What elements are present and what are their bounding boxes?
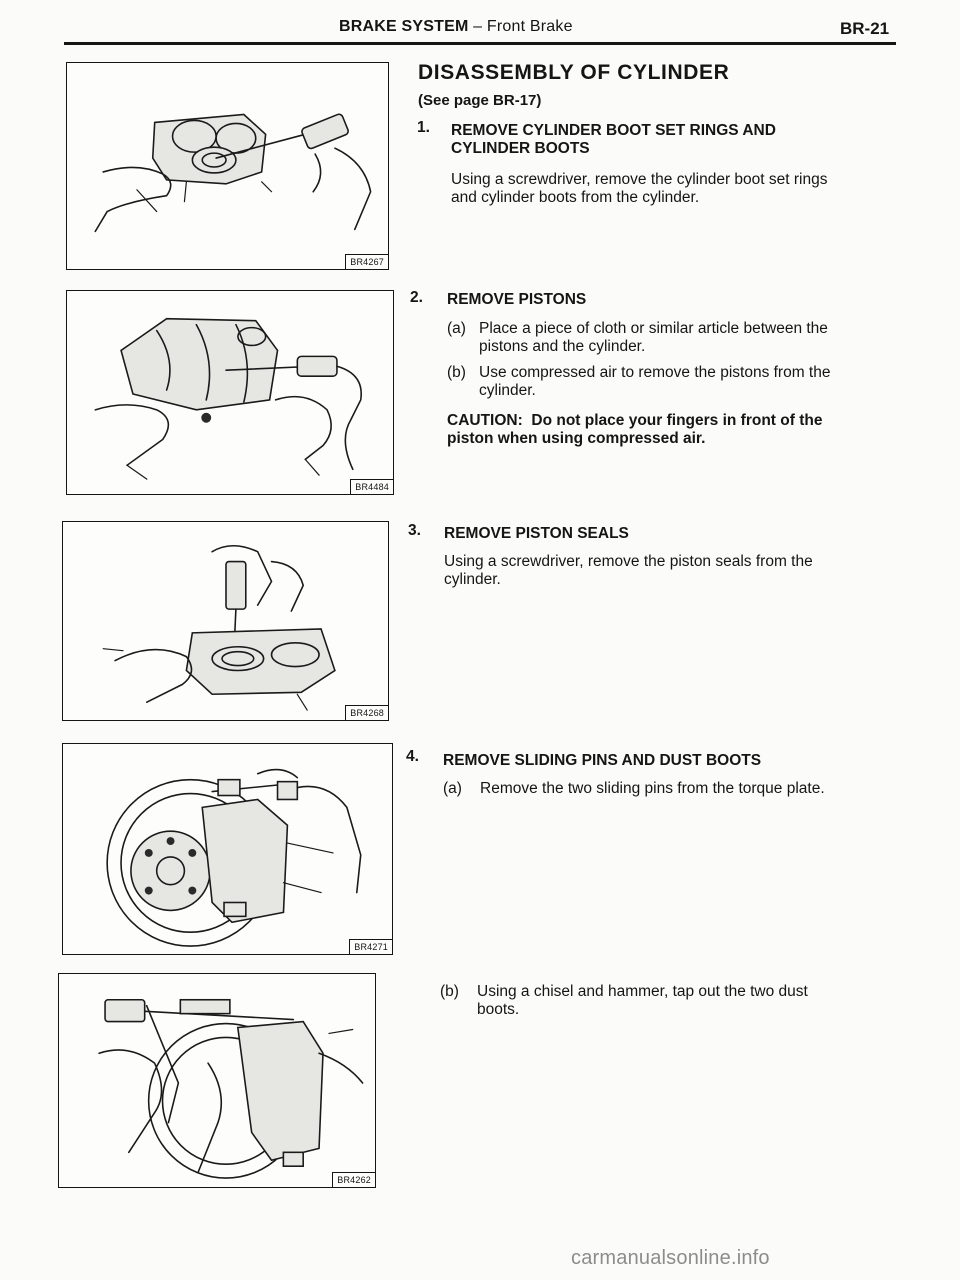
subitem-line: Using a chisel and hammer, tap out the t… <box>477 983 808 1000</box>
figure-piston-removal: BR4484 <box>66 290 394 495</box>
figure-boot-removal: BR4267 <box>66 62 389 270</box>
step-heading-line: CYLINDER BOOTS <box>451 140 590 157</box>
sliding-pin-removal-illustration <box>106 768 362 947</box>
caution-label: CAUTION: <box>447 412 523 429</box>
figure-piston-seal-removal: BR4268 <box>62 521 389 721</box>
subitem-label: (a) <box>447 320 466 337</box>
header-rule <box>64 42 896 45</box>
running-header: BRAKE SYSTEM – Front Brake <box>339 18 573 36</box>
body-line: cylinder. <box>444 571 501 588</box>
step-heading: REMOVE CYLINDER BOOT SET RINGS AND CYLIN… <box>451 122 776 158</box>
watermark: carmanualsonline.info <box>571 1247 770 1269</box>
caution-line: piston when using compressed air. <box>447 430 706 447</box>
subsection-name: Front Brake <box>486 18 573 35</box>
subitem-label: (b) <box>440 983 459 1000</box>
subitem-label: (b) <box>447 364 466 381</box>
figure-dust-boot-removal: BR4262 <box>58 973 376 1188</box>
figure-code: BR4267 <box>345 254 388 269</box>
caution-line: Do not place your fingers in front of th… <box>531 412 823 429</box>
subitem-line: boots. <box>477 1001 520 1018</box>
caution-note: CAUTION: Do not place your fingers in fr… <box>447 412 822 448</box>
step-number: 2. <box>410 289 423 306</box>
figure-code: BR4262 <box>332 1172 375 1187</box>
subitem-label: (a) <box>443 780 462 797</box>
subitem-text: Use compressed air to remove the pistons… <box>479 364 830 400</box>
subitem-text: Place a piece of cloth or similar articl… <box>479 320 828 356</box>
screwdriver-boot-removal-illustration <box>94 113 372 233</box>
subitem-text: Remove the two sliding pins from the tor… <box>480 780 825 798</box>
step-heading-line: REMOVE CYLINDER BOOT SET RINGS AND <box>451 122 776 139</box>
subitem-line: Place a piece of cloth or similar articl… <box>479 320 828 337</box>
figure-code: BR4484 <box>350 479 393 494</box>
step-number: 3. <box>408 522 421 539</box>
step-body: Using a screwdriver, remove the cylinder… <box>451 171 827 207</box>
subitem-line: Remove the two sliding pins from the tor… <box>480 780 825 797</box>
step-number: 1. <box>417 119 430 136</box>
subitem-line: Use compressed air to remove the pistons… <box>479 364 831 381</box>
subitem-line: pistons and the cylinder. <box>479 338 646 355</box>
page-reference: (See page BR-17) <box>418 92 542 109</box>
compressed-air-piston-removal-illustration <box>94 317 362 480</box>
step-number: 4. <box>406 748 419 765</box>
step-heading: REMOVE SLIDING PINS AND DUST BOOTS <box>443 752 762 769</box>
header-dash: – <box>468 18 487 35</box>
figure-code: BR4268 <box>345 705 388 720</box>
figure-code: BR4271 <box>349 939 392 954</box>
figure-sliding-pin-removal: BR4271 <box>62 743 393 955</box>
chisel-dust-boot-illustration <box>98 998 364 1179</box>
page-number: BR-21 <box>840 19 890 38</box>
body-line: Using a screwdriver, remove the piston s… <box>444 553 813 570</box>
subitem-text: Using a chisel and hammer, tap out the t… <box>477 983 808 1019</box>
step-body: Using a screwdriver, remove the piston s… <box>444 553 813 589</box>
subitem-line: cylinder. <box>479 382 536 399</box>
body-line: Using a screwdriver, remove the cylinder… <box>451 171 828 188</box>
body-line: and cylinder boots from the cylinder. <box>451 189 700 206</box>
step-heading: REMOVE PISTON SEALS <box>444 525 629 542</box>
section-name: BRAKE SYSTEM <box>339 18 469 35</box>
step-heading: REMOVE PISTONS <box>447 291 587 308</box>
section-title: DISASSEMBLY OF CYLINDER <box>418 61 730 84</box>
piston-seal-removal-illustration <box>102 544 336 711</box>
